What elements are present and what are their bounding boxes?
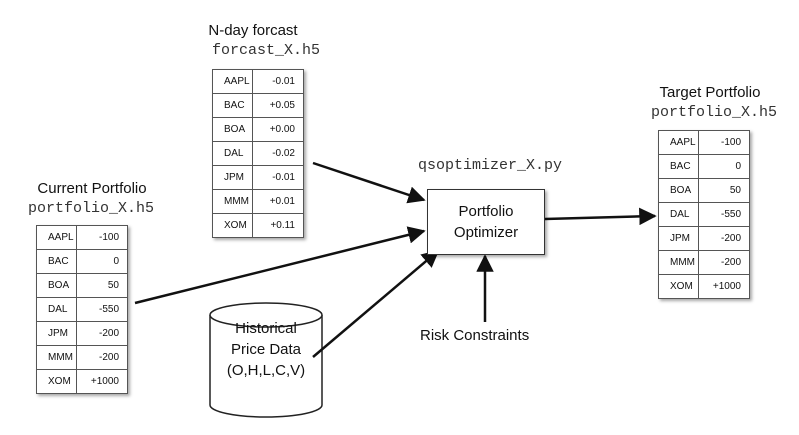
forecast-title: N-day forcast	[208, 22, 298, 39]
optimizer-line2: Optimizer	[453, 224, 519, 241]
value-cell: -100	[698, 130, 750, 155]
value-cell: 50	[76, 273, 128, 298]
historical-data-cylinder	[209, 302, 323, 418]
ticker-cell: MMM	[212, 189, 253, 214]
arrow-forecast-to-optimizer	[312, 161, 426, 204]
arrow-optimizer-to-target	[544, 207, 657, 226]
value-cell: -0.01	[252, 69, 304, 94]
value-cell: +0.11	[252, 213, 304, 238]
table-row: XOM+1000	[658, 274, 750, 299]
optimizer-script-label: qsoptimizer_X.py	[417, 157, 563, 174]
value-cell: +0.05	[252, 93, 304, 118]
value-cell: +1000	[76, 369, 128, 394]
value-cell: -550	[76, 297, 128, 322]
ticker-cell: MMM	[658, 250, 699, 275]
table-row: AAPL-100	[36, 225, 128, 250]
ticker-cell: AAPL	[36, 225, 77, 250]
ticker-cell: BAC	[658, 154, 699, 179]
table-row: XOM+0.11	[212, 213, 304, 238]
ticker-cell: XOM	[36, 369, 77, 394]
table-row: MMM+0.01	[212, 189, 304, 214]
value-cell: -100	[76, 225, 128, 250]
value-cell: -200	[698, 250, 750, 275]
table-row: MMM-200	[658, 250, 750, 275]
table-row: BAC+0.05	[212, 93, 304, 118]
target-portfolio-title: Target Portfolio	[659, 84, 761, 101]
risk-constraints-label: Risk Constraints	[420, 327, 530, 344]
ticker-cell: BOA	[212, 117, 253, 142]
table-row: AAPL-0.01	[212, 69, 304, 94]
value-cell: +0.00	[252, 117, 304, 142]
table-row: XOM+1000	[36, 369, 128, 394]
arrow-historical-to-optimizer	[312, 249, 440, 358]
table-row: DAL-550	[658, 202, 750, 227]
forecast-file: forcast_X.h5	[211, 42, 321, 59]
value-cell: -200	[698, 226, 750, 251]
value-cell: -550	[698, 202, 750, 227]
table-row: JPM-200	[658, 226, 750, 251]
optimizer-line1: Portfolio	[458, 203, 514, 220]
historical-data-label: Historical Price Data (O,H,L,C,V)	[210, 318, 322, 381]
ticker-cell: MMM	[36, 345, 77, 370]
historical-line2: Price Data	[230, 341, 302, 358]
portfolio-optimizer-box: Portfolio Optimizer	[427, 189, 545, 255]
current-portfolio-title: Current Portfolio	[37, 180, 147, 197]
table-row: BOA+0.00	[212, 117, 304, 142]
current-portfolio-file: portfolio_X.h5	[27, 200, 155, 217]
table-row: MMM-200	[36, 345, 128, 370]
value-cell: +1000	[698, 274, 750, 299]
historical-line3: (O,H,L,C,V)	[226, 362, 306, 379]
ticker-cell: XOM	[658, 274, 699, 299]
arrow-current-to-optimizer	[134, 226, 426, 305]
historical-line1: Historical	[235, 320, 297, 337]
target-portfolio-file: portfolio_X.h5	[650, 104, 778, 121]
